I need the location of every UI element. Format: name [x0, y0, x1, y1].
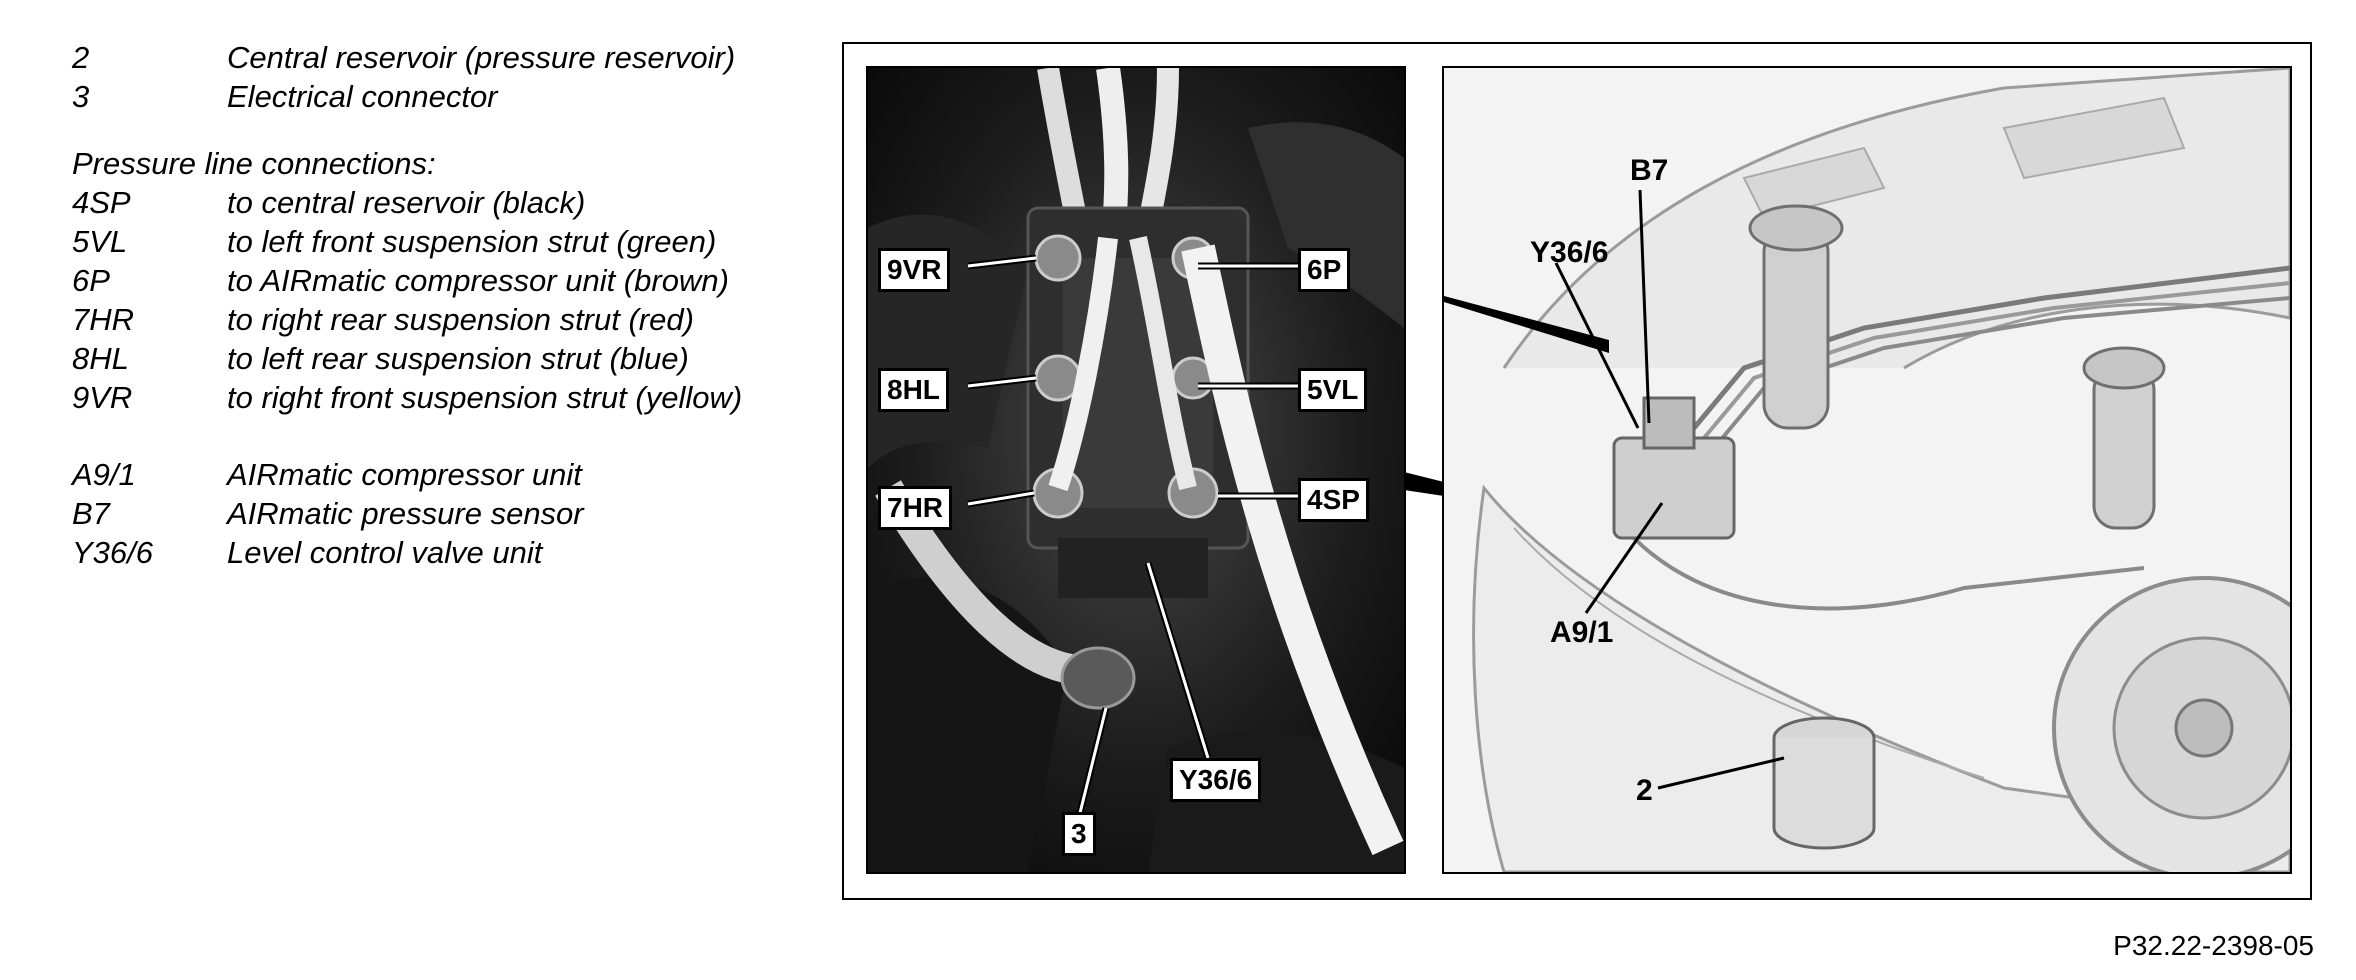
legend-desc: to left front suspension strut (green): [227, 224, 717, 259]
legend-desc: Electrical connector: [227, 79, 498, 114]
figure-frame: 9VR 8HL 7HR 6P 5VL 4SP Y36/6 3: [842, 42, 2312, 900]
legend-desc: Central reservoir (pressure reservoir): [227, 40, 736, 75]
legend-desc: Level control valve unit: [227, 535, 543, 570]
legend-code: 9VR: [72, 380, 133, 415]
legend-item-6p: 6P to AIRmatic compressor unit (brown): [72, 261, 812, 300]
callout-5vl: 5VL: [1298, 368, 1368, 412]
callout-9vr: 9VR: [878, 248, 951, 292]
legend-code: 6P: [72, 263, 110, 298]
pressure-heading: Pressure line connections:: [72, 146, 436, 181]
callout-7hr: 7HR: [878, 486, 953, 530]
vehicle-drawing: B7 Y36/6 A9/1 2: [1442, 66, 2292, 874]
legend-item-8hl: 8HL to left rear suspension strut (blue): [72, 339, 812, 378]
callout-y366: Y36/6: [1170, 758, 1262, 802]
legend-code: 4SP: [72, 185, 131, 220]
label-b7: B7: [1630, 154, 1669, 187]
legend-desc: AIRmatic compressor unit: [227, 457, 582, 492]
legend-item-9vr: 9VR to right front suspension strut (yel…: [72, 378, 812, 417]
legend-code: A9/1: [72, 457, 136, 492]
callout-8hl: 8HL: [878, 368, 949, 412]
legend-desc: to AIRmatic compressor unit (brown): [227, 263, 729, 298]
legend-item-y366: Y36/6 Level control valve unit: [72, 533, 812, 572]
legend-code: 3: [72, 79, 90, 114]
legend-code: 7HR: [72, 302, 135, 337]
photo-illustration: [868, 68, 1404, 872]
legend-desc: AIRmatic pressure sensor: [227, 496, 584, 531]
legend-desc: to central reservoir (black): [227, 185, 586, 220]
drawing-illustration: [1444, 68, 2290, 872]
legend-item-3: 3 Electrical connector: [72, 77, 812, 116]
figure-id: P32.22-2398-05: [2113, 930, 2314, 961]
legend-code: Y36/6: [72, 535, 154, 570]
legend-item-7hr: 7HR to right rear suspension strut (red): [72, 300, 812, 339]
legend-item-a91: A9/1 AIRmatic compressor unit: [72, 455, 812, 494]
legend-desc: to right front suspension strut (yellow): [227, 380, 743, 415]
label-y366: Y36/6: [1530, 236, 1609, 269]
legend: 2 Central reservoir (pressure reservoir)…: [72, 38, 812, 572]
legend-item-4sp: 4SP to central reservoir (black): [72, 183, 812, 222]
callout-6p: 6P: [1298, 248, 1351, 292]
legend-item-b7: B7 AIRmatic pressure sensor: [72, 494, 812, 533]
valve-unit-photo: 9VR 8HL 7HR 6P 5VL 4SP Y36/6 3: [866, 66, 1406, 874]
legend-code: B7: [72, 496, 110, 531]
label-2: 2: [1636, 774, 1653, 807]
legend-desc: to right rear suspension strut (red): [227, 302, 694, 337]
legend-code: 8HL: [72, 341, 129, 376]
callout-3: 3: [1062, 812, 1096, 856]
legend-item-5vl: 5VL to left front suspension strut (gree…: [72, 222, 812, 261]
callout-4sp: 4SP: [1298, 478, 1369, 522]
legend-item-2: 2 Central reservoir (pressure reservoir): [72, 38, 812, 77]
legend-code: 2: [72, 40, 90, 75]
legend-code: 5VL: [72, 224, 128, 259]
legend-desc: to left rear suspension strut (blue): [227, 341, 689, 376]
label-a91: A9/1: [1550, 616, 1614, 649]
